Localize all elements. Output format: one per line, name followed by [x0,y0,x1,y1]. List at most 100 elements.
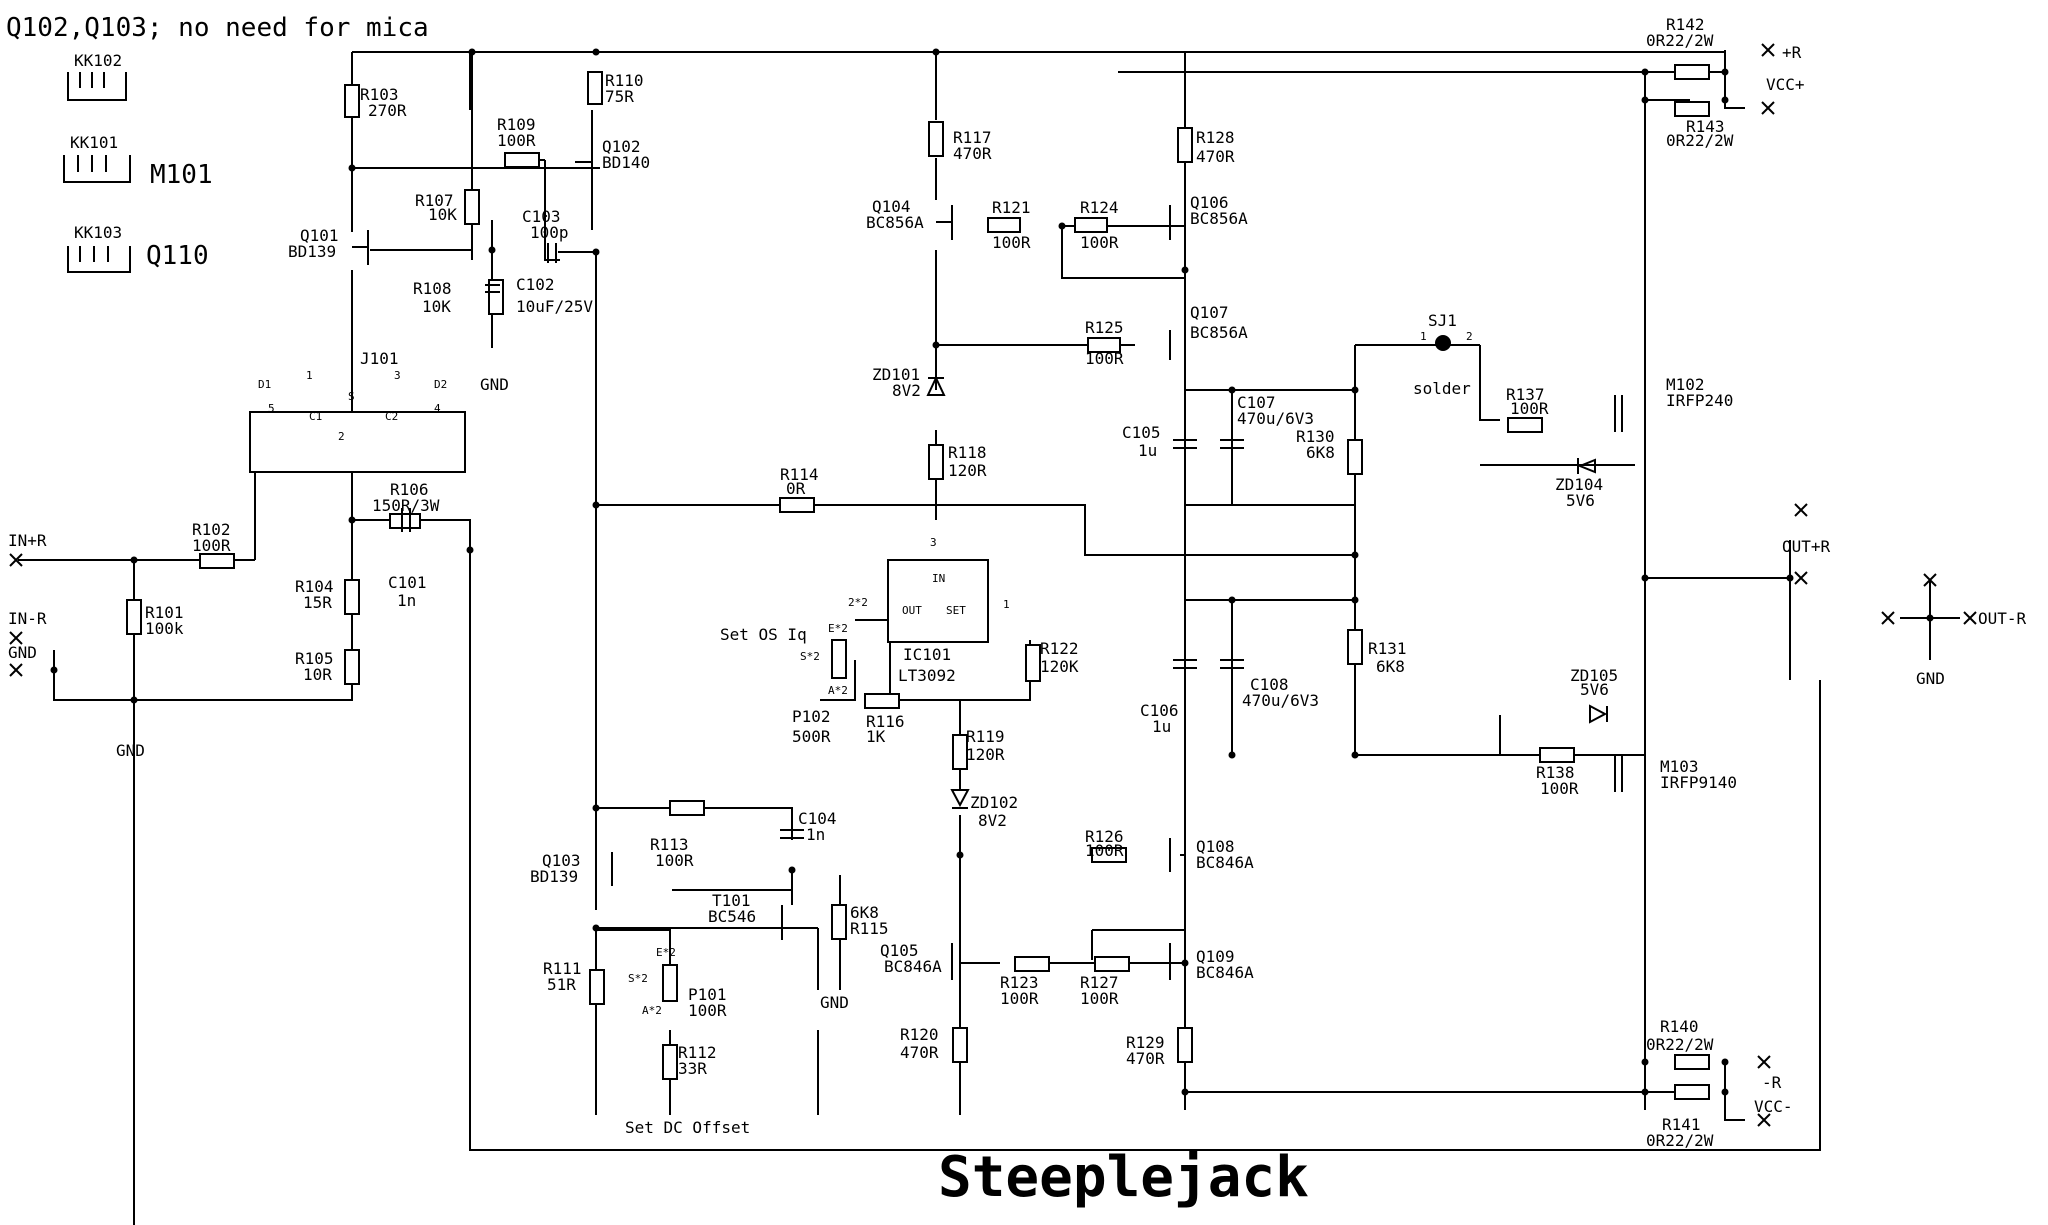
out-n-label: OUT-R [1978,609,2027,628]
r129-value: 470R [1126,1049,1165,1068]
r142-ref: R142 [1666,15,1705,34]
r118-ref: R118 [948,443,987,462]
j101-pin1: 1 [306,369,313,382]
r124-value: 100R [1080,233,1119,252]
r115-value: 6K8 [850,903,879,922]
c103-ref: C103 [522,207,561,226]
sj1-ref: SJ1 [1428,311,1457,330]
c104-ref: C104 [798,809,837,828]
in-r-label: IN+R [8,531,47,550]
q101-ref: Q101 [300,226,339,245]
r140-ref: R140 [1660,1017,1699,1036]
j101-d2: D2 [434,378,447,391]
c107-value: 470u/6V3 [1237,409,1314,428]
sj1-pin1: 1 [1420,330,1427,343]
r116-ref: R116 [866,712,905,731]
heatsink-kk103: KK103 [74,223,122,242]
note-text: Q102,Q103; no need for mica [6,13,429,43]
p102-e2: E*2 [828,622,848,635]
r121-value: 100R [992,233,1031,252]
r138-ref: R138 [1536,763,1575,782]
q109-value: BC846A [1196,963,1254,982]
r105-ref: R105 [295,649,334,668]
r125-ref: R125 [1085,318,1124,337]
r130-ref: R130 [1296,427,1335,446]
q101-value: BD139 [288,242,336,261]
r107-value: 10K [428,205,457,224]
zd104-value: 5V6 [1566,491,1595,510]
ic-in-label: IN [932,572,945,585]
t101-value: BC546 [708,907,756,926]
r143-ref: R143 [1686,117,1725,136]
ic101-ref: IC101 [903,645,951,664]
r119-value: 120R [966,745,1005,764]
j101-d1: D1 [258,378,271,391]
r119-ref: R119 [966,727,1005,746]
c107-ref: C107 [1237,393,1276,412]
r143-value: 0R22/2W [1666,131,1734,150]
m103-value: IRFP9140 [1660,773,1737,792]
c105-value: 1u [1138,441,1157,460]
r114-value: 0R [786,479,806,498]
q108-ref: Q108 [1196,837,1235,856]
r105-value: 10R [303,665,332,684]
labels: Q102,Q103; no need for mica KK102 KK101 … [6,13,2027,1210]
sj1-value: solder [1413,379,1471,398]
p101-a2: A*2 [642,1004,662,1017]
p102-ref: P102 [792,707,831,726]
r110-value: 75R [605,87,634,106]
out-r-label: OUT+R [1782,537,1831,556]
r111-ref: R111 [543,959,582,978]
r142-value: 0R22/2W [1646,31,1714,50]
r109-ref: R109 [497,115,536,134]
t101-ref: T101 [712,891,751,910]
r101-value: 100k [145,619,184,638]
c101-value: 1n [397,591,416,610]
zd105-ref: ZD105 [1570,666,1618,685]
r110-ref: R110 [605,71,644,90]
j101-ref: J101 [360,349,399,368]
q107-ref: Q107 [1190,303,1229,322]
diagram-title: Steeplejack [938,1145,1309,1210]
j101-c2: C2 [385,410,398,423]
heatsink-kk103-part: Q110 [146,241,209,271]
r109-value: 100R [497,131,536,150]
m102-ref: M102 [1666,375,1705,394]
p101-s2: S*2 [628,972,648,985]
r106-value: 150R/3W [372,496,440,515]
c108-value: 470u/6V3 [1242,691,1319,710]
ic-set-label: SET [946,604,966,617]
q105-ref: Q105 [880,941,919,960]
p102-a2: A*2 [828,684,848,697]
r123-ref: R123 [1000,973,1039,992]
set-dc-offset-text: Set DC Offset [625,1118,750,1137]
zd105-value: 5V6 [1580,680,1609,699]
r113-value: 100R [655,851,694,870]
j101-s: S [348,390,355,403]
p102-value: 500R [792,727,831,746]
r112-value: 33R [678,1059,707,1078]
c103-value: 100p [530,223,569,242]
r116-value: 1K [866,727,886,746]
r141-ref: R141 [1662,1115,1701,1134]
r101-ref: R101 [145,603,184,622]
r138-value: 100R [1540,779,1579,798]
j101-pin4: 4 [434,402,441,415]
plus-r-label: +R [1782,43,1802,62]
q103-value: BD139 [530,867,578,886]
r118-value: 120R [948,461,987,480]
p101-ref: P101 [688,985,727,1004]
c102-value: 10uF/25V [516,297,593,316]
r112-ref: R112 [678,1043,717,1062]
r127-ref: R127 [1080,973,1119,992]
r128-value: 470R [1196,147,1235,166]
c108-ref: C108 [1250,675,1289,694]
r117-value: 470R [953,144,992,163]
r121-ref: R121 [992,198,1031,217]
r123-value: 100R [1000,989,1039,1008]
heatsink-kk101-part: M101 [150,160,213,190]
r104-value: 15R [303,593,332,612]
ic101-value: LT3092 [898,666,956,685]
r126-ref: R126 [1085,827,1124,846]
q104-value: BC856A [866,213,924,232]
